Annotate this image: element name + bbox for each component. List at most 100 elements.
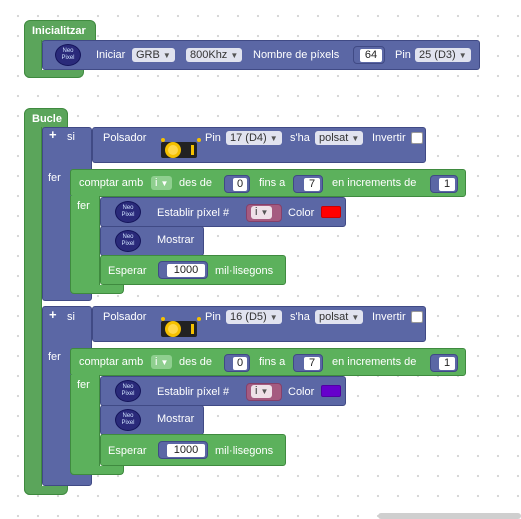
init-title: Inicialitzar bbox=[32, 25, 86, 37]
loop-body bbox=[24, 127, 42, 495]
step-slot[interactable]: 1 bbox=[430, 175, 458, 193]
wait-block-1[interactable]: Esperar 1000 mil·lisegons bbox=[100, 255, 286, 285]
to-field[interactable]: 7 bbox=[304, 357, 320, 370]
step-label: en increments de bbox=[332, 177, 417, 189]
step-label: en increments de bbox=[332, 356, 417, 368]
do-label: fer bbox=[48, 351, 61, 363]
show-block-1[interactable]: Neo Pixel Mostrar bbox=[100, 226, 204, 256]
state-label: s'ha bbox=[290, 311, 310, 323]
from-label: des de bbox=[179, 356, 213, 368]
dropdown-arrow-icon: ▼ bbox=[230, 51, 239, 60]
wait-block-2[interactable]: Esperar 1000 mil·lisegons bbox=[100, 434, 286, 466]
pin-dropdown[interactable]: 16 (D5)▼ bbox=[226, 310, 282, 324]
pin-dropdown[interactable]: 25 (D3)▼ bbox=[415, 48, 471, 62]
invert-label: Invertir bbox=[372, 132, 406, 144]
step-field[interactable]: 1 bbox=[439, 357, 455, 370]
loop-bottom bbox=[24, 486, 68, 495]
dropdown-arrow-icon: ▼ bbox=[269, 134, 278, 143]
if-label: si bbox=[67, 311, 75, 323]
from-field[interactable]: 0 bbox=[233, 357, 247, 370]
color-order-dropdown[interactable]: GRB▼ bbox=[132, 48, 175, 62]
wait-slot[interactable]: 1000 bbox=[158, 441, 208, 459]
step-slot[interactable]: 1 bbox=[430, 354, 458, 372]
pixel-init-block[interactable]: Neo Pixel Iniciar GRB▼ 800Khz▼ Nombre de… bbox=[42, 40, 480, 70]
invert-label: Invertir bbox=[372, 311, 406, 323]
pixel-index-dropdown[interactable]: i▼ bbox=[251, 385, 273, 398]
count-do-label: fer bbox=[77, 379, 90, 391]
button-label: Polsador bbox=[103, 132, 147, 144]
count-do-label: fer bbox=[77, 200, 90, 212]
pixel-count-field[interactable]: 64 bbox=[360, 49, 382, 62]
push-button-icon bbox=[161, 138, 201, 158]
count-loop-bottom-1 bbox=[70, 285, 124, 294]
dropdown-arrow-icon: ▼ bbox=[260, 208, 269, 217]
wait-slot[interactable]: 1000 bbox=[158, 261, 208, 279]
from-field[interactable]: 0 bbox=[233, 178, 247, 191]
count-loop-block-2[interactable]: comptar amb i▼ des de 0 fins a 7 en incr… bbox=[70, 348, 466, 376]
neopixel-icon: Neo Pixel bbox=[115, 230, 141, 252]
wait-label: Esperar bbox=[108, 445, 147, 457]
set-pixel-block-2[interactable]: Neo Pixel Establir píxel # i▼ Color bbox=[100, 376, 346, 406]
do-label: fer bbox=[48, 172, 61, 184]
state-dropdown[interactable]: polsat▼ bbox=[315, 310, 364, 324]
dropdown-arrow-icon: ▼ bbox=[160, 179, 169, 188]
loop-title: Bucle bbox=[32, 113, 62, 125]
button-label: Polsador bbox=[103, 311, 147, 323]
plus-icon[interactable]: + bbox=[49, 127, 57, 142]
start-label: Iniciar bbox=[96, 49, 126, 61]
init-bottom bbox=[24, 70, 84, 78]
count-loop-block-1[interactable]: comptar amb i▼ des de 0 fins a 7 en incr… bbox=[70, 169, 466, 197]
wait-field[interactable]: 1000 bbox=[167, 444, 205, 457]
color-label: Color bbox=[288, 207, 315, 219]
pixel-index-dropdown[interactable]: i▼ bbox=[251, 206, 273, 219]
from-slot[interactable]: 0 bbox=[224, 175, 250, 193]
to-slot[interactable]: 7 bbox=[293, 175, 323, 193]
set-pixel-block-1[interactable]: Neo Pixel Establir píxel # i▼ Color bbox=[100, 197, 346, 227]
neopixel-icon: Neo Pixel bbox=[55, 44, 81, 66]
count-loop-body-1 bbox=[70, 196, 100, 293]
neopixel-icon: Neo Pixel bbox=[115, 380, 141, 402]
from-slot[interactable]: 0 bbox=[224, 354, 250, 372]
step-field[interactable]: 1 bbox=[439, 178, 455, 191]
color-swatch[interactable] bbox=[321, 206, 341, 218]
neopixel-icon: Neo Pixel bbox=[115, 201, 141, 223]
pixel-index-slot[interactable]: i▼ bbox=[246, 383, 282, 401]
button-condition-2[interactable]: Polsador Pin 16 (D5)▼ s'ha polsat▼ Inver… bbox=[92, 306, 426, 342]
button-condition-1[interactable]: Polsador Pin 17 (D4)▼ s'ha polsat▼ Inver… bbox=[92, 127, 426, 163]
dropdown-arrow-icon: ▼ bbox=[351, 313, 360, 322]
invert-checkbox[interactable] bbox=[411, 132, 423, 144]
dropdown-arrow-icon: ▼ bbox=[260, 387, 269, 396]
pixels-label: Nombre de píxels bbox=[253, 49, 340, 61]
dropdown-arrow-icon: ▼ bbox=[269, 313, 278, 322]
variable-dropdown[interactable]: i▼ bbox=[151, 176, 173, 190]
show-label: Mostrar bbox=[157, 234, 195, 246]
plus-icon[interactable]: + bbox=[49, 307, 57, 322]
push-button-icon bbox=[161, 317, 201, 337]
wait-field[interactable]: 1000 bbox=[167, 264, 205, 277]
count-label: comptar amb bbox=[79, 177, 144, 189]
state-dropdown[interactable]: polsat▼ bbox=[315, 131, 364, 145]
wait-unit: mil·lisegons bbox=[215, 445, 274, 457]
pin-dropdown[interactable]: 17 (D4)▼ bbox=[226, 131, 282, 145]
invert-checkbox[interactable] bbox=[411, 311, 423, 323]
count-label: comptar amb bbox=[79, 356, 144, 368]
color-swatch[interactable] bbox=[321, 385, 341, 397]
horizontal-scrollbar[interactable] bbox=[378, 513, 521, 519]
variable-dropdown[interactable]: i▼ bbox=[151, 355, 173, 369]
to-label: fins a bbox=[259, 356, 286, 368]
wait-label: Esperar bbox=[108, 265, 147, 277]
to-field[interactable]: 7 bbox=[304, 178, 320, 191]
pixel-index-slot[interactable]: i▼ bbox=[246, 204, 282, 222]
dropdown-arrow-icon: ▼ bbox=[162, 51, 171, 60]
if-label: si bbox=[67, 131, 75, 143]
wait-unit: mil·lisegons bbox=[215, 265, 274, 277]
state-label: s'ha bbox=[290, 132, 310, 144]
show-block-2[interactable]: Neo Pixel Mostrar bbox=[100, 405, 204, 435]
pixel-count-slot[interactable]: 64 bbox=[353, 46, 385, 64]
to-slot[interactable]: 7 bbox=[293, 354, 323, 372]
set-pixel-label: Establir píxel # bbox=[157, 207, 230, 219]
dropdown-arrow-icon: ▼ bbox=[160, 358, 169, 367]
init-hat-block[interactable]: Inicialitzar bbox=[24, 20, 96, 42]
frequency-dropdown[interactable]: 800Khz▼ bbox=[186, 48, 243, 62]
dropdown-arrow-icon: ▼ bbox=[351, 134, 360, 143]
